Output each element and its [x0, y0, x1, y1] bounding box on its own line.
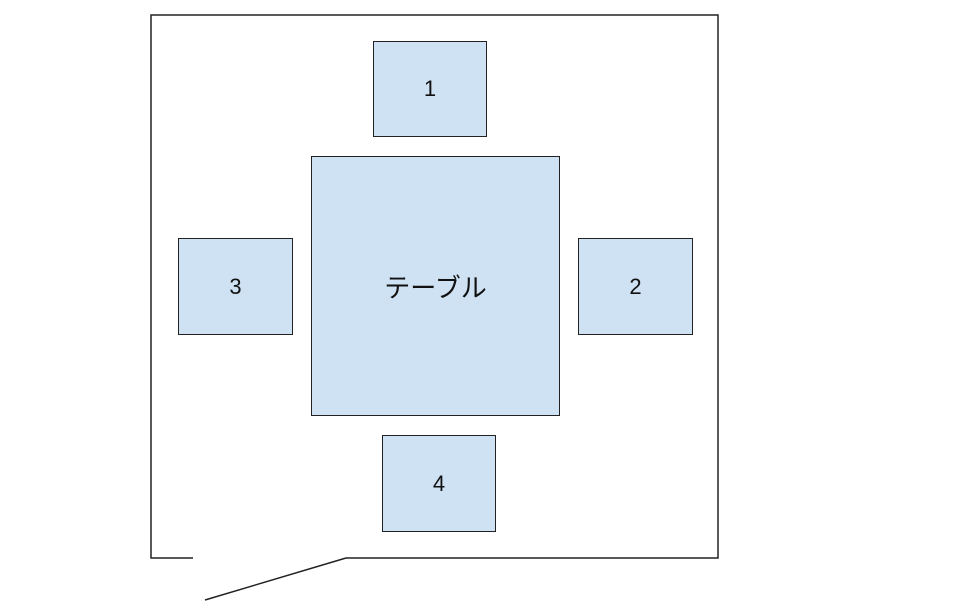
door-line: [204, 557, 347, 601]
seat-4-label: 4: [432, 470, 446, 496]
seat-1-label: 1: [423, 76, 437, 101]
table-label: テーブル: [384, 272, 487, 303]
seat-3-box: 3: [178, 238, 293, 335]
seat-1-box: 1: [373, 41, 487, 137]
seat-2-label: 2: [629, 273, 642, 299]
room-outline: [150, 14, 719, 559]
seat-4-box: 4: [382, 435, 496, 532]
seat-3-label: 3: [229, 273, 242, 299]
table-box: テーブル: [311, 156, 560, 416]
seat-2-box: 2: [578, 238, 693, 335]
